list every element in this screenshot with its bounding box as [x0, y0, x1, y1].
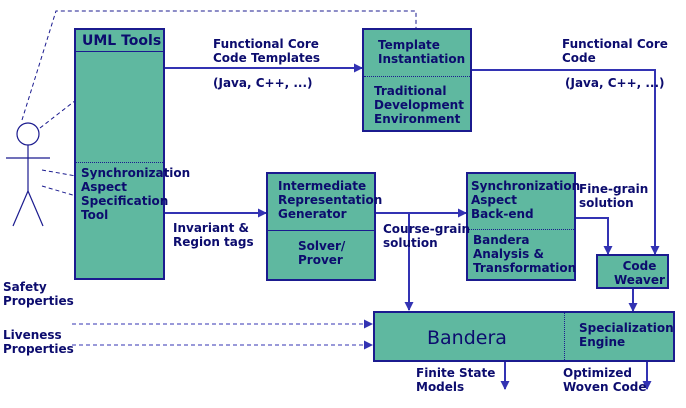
- sync-backend-label: Synchronization Aspect Back-end: [471, 179, 581, 221]
- bandera-box: Bandera Specialization Engine: [373, 311, 675, 362]
- specialization-engine-label: Specialization Engine: [579, 321, 674, 349]
- specialization-divider: [564, 313, 565, 360]
- sync-backend-box: Synchronization Aspect Back-end Bandera …: [466, 172, 580, 281]
- functional-core-code-label: Functional Core Code: [562, 37, 668, 65]
- finite-state-models-label: Finite State Models: [416, 366, 496, 394]
- actor-to-sync-dashed-line-2: [41, 185, 77, 197]
- sync-tool-section: Synchronization Aspect Specification Too…: [76, 162, 190, 278]
- course-grain-label: Course-grain solution: [383, 222, 471, 250]
- solver-section: Solver/ Prover: [268, 230, 374, 279]
- irg-label: Intermediate Representation Generator: [278, 179, 383, 221]
- sync-tool-label: Synchronization Aspect Specification Too…: [81, 166, 191, 222]
- solver-label: Solver/ Prover: [298, 239, 346, 267]
- actor-to-template-dashed-line: [21, 10, 417, 121]
- invariant-region-label: Invariant & Region tags: [173, 221, 254, 249]
- actor-to-sync-dashed-line-1: [41, 169, 77, 177]
- traditional-env-label: Traditional Development Environment: [374, 84, 464, 126]
- actor-to-uml-dashed-line: [39, 99, 77, 129]
- irg-box: Intermediate Representation Generator So…: [266, 172, 382, 281]
- uml-tools-box: UML Tools Synchronization Aspect Specifi…: [74, 28, 190, 280]
- uml-tools-title-section: UML Tools: [76, 30, 163, 52]
- code-languages-label: (Java, C++, ...): [565, 76, 665, 90]
- traditional-env-section: Traditional Development Environment: [364, 76, 470, 130]
- actor-associations: [21, 10, 417, 197]
- liveness-properties-label: Liveness Properties: [3, 328, 74, 356]
- code-weaver-label: Code Weaver: [614, 259, 665, 287]
- template-instantiation-box: Template Instantiation Traditional Devel…: [362, 28, 472, 132]
- actor-icon: [6, 122, 50, 227]
- arrow-template-to-weaver: [471, 69, 660, 255]
- uml-tools-title: UML Tools: [82, 33, 162, 49]
- arrow-backend-to-weaver: [575, 217, 613, 255]
- bandera-analysis-section: Bandera Analysis & Transformation: [468, 229, 577, 279]
- fine-grain-label: Fine-grain solution: [579, 182, 649, 210]
- template-instantiation-label: Template Instantiation: [378, 38, 466, 66]
- bandera-analysis-label: Bandera Analysis & Transformation: [473, 233, 577, 275]
- bandera-title: Bandera: [427, 327, 507, 349]
- templates-languages-label: (Java, C++, ...): [213, 76, 313, 90]
- safety-properties-label: Safety Properties: [3, 280, 74, 308]
- functional-core-templates-label: Functional Core Code Templates: [213, 37, 321, 65]
- code-weaver-box: Code Weaver: [596, 254, 669, 289]
- optimized-woven-code-label: Optimized Woven Code: [563, 366, 647, 394]
